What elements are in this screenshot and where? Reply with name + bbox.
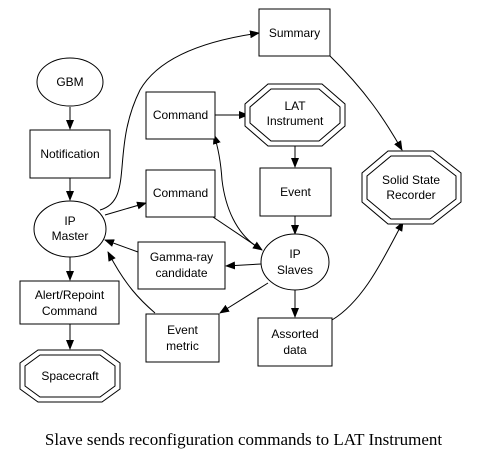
gamma-label-line2: candidate <box>155 266 207 280</box>
node-assorted-data: Assorted data <box>257 317 333 367</box>
node-gbm: GBM <box>36 57 104 107</box>
edge-ipmaster-command-mid <box>104 201 147 216</box>
notification-label: Notification <box>40 147 99 161</box>
node-solid-state-recorder: Solid State Recorder <box>361 150 462 225</box>
node-spacecraft: Spacecraft <box>19 349 121 403</box>
ip-slaves-label-line2: Slaves <box>277 263 313 277</box>
diagram-caption: Slave sends reconfiguration commands to … <box>44 430 443 449</box>
node-event: Event <box>259 167 332 217</box>
event-label: Event <box>280 185 311 199</box>
ip-slaves-label-line1: IP <box>289 247 300 261</box>
node-command-mid: Command <box>145 169 216 218</box>
alert-label-line2: Command <box>42 304 97 318</box>
lat-label-line2: Instrument <box>267 114 324 128</box>
node-ip-slaves: IP Slaves <box>260 233 330 291</box>
command-mid-label: Command <box>153 186 208 200</box>
edge-ipslaves-command-top <box>213 134 263 251</box>
edge-gamma-ipmaster <box>104 239 139 253</box>
edge-assorted-ssr <box>331 221 404 321</box>
node-notification: Notification <box>29 129 111 179</box>
gamma-label-line1: Gamma-ray <box>150 250 213 264</box>
ssr-label-line2: Recorder <box>386 188 435 202</box>
edge-command-mid-ipslaves <box>209 214 263 251</box>
node-command-top: Command <box>145 91 216 140</box>
edge-event-metric-ipmaster <box>107 251 156 314</box>
flow-diagram: Summary GBM Command LAT Instrument Notif… <box>19 8 462 403</box>
event-metric-label-line1: Event <box>167 323 198 337</box>
edge-ipmaster-summary <box>99 30 260 211</box>
event-metric-label-line2: metric <box>166 339 199 353</box>
edges <box>66 30 404 350</box>
command-top-label: Command <box>153 108 208 122</box>
alert-label-line1: Alert/Repoint <box>35 288 105 302</box>
node-gamma-ray-candidate: Gamma-ray candidate <box>137 241 226 290</box>
assorted-label-line2: data <box>283 343 307 357</box>
node-summary: Summary <box>258 8 331 57</box>
edge-summary-ssr <box>329 55 403 151</box>
summary-label: Summary <box>269 26 320 40</box>
node-alert-repoint-command: Alert/Repoint Command <box>19 280 120 325</box>
ip-master-label-line1: IP <box>64 214 75 228</box>
ip-master-label-line2: Master <box>52 229 89 243</box>
lat-label-line1: LAT <box>284 99 306 113</box>
edge-ipslaves-event-metric <box>219 282 269 314</box>
assorted-label-line1: Assorted <box>271 327 318 341</box>
edge-ipslaves-gamma <box>225 261 262 270</box>
gbm-label: GBM <box>56 75 83 89</box>
node-event-metric: Event metric <box>145 313 220 363</box>
node-lat-instrument: LAT Instrument <box>244 83 346 147</box>
ssr-label-line1: Solid State <box>382 173 440 187</box>
node-ip-master: IP Master <box>33 200 107 258</box>
spacecraft-label: Spacecraft <box>41 369 99 383</box>
